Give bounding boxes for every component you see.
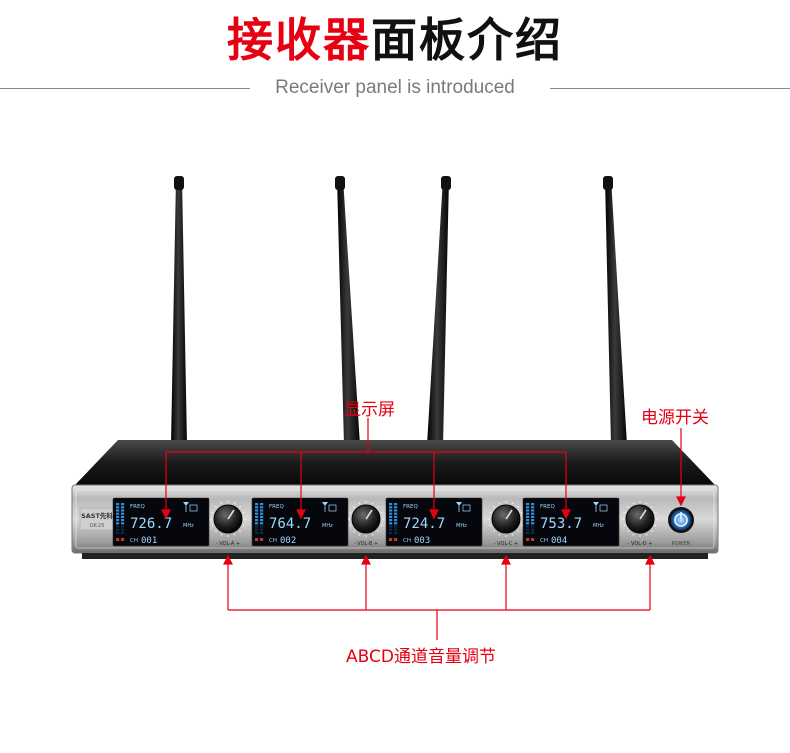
- power-label: POWER: [672, 541, 691, 547]
- subtitle-right-rule: [550, 88, 790, 89]
- volume-callout-lines: [223, 554, 655, 640]
- ch-label: CH: [403, 538, 411, 544]
- freq-label: FREQ: [540, 504, 555, 510]
- volume-label: - VOL-D +: [628, 541, 653, 547]
- subtitle: Receiver panel is introduced: [261, 77, 529, 98]
- power-button[interactable]: [668, 507, 694, 533]
- volume-knob-c[interactable]: [488, 501, 524, 537]
- ch-label: CH: [269, 538, 277, 544]
- svg-text:SAST先科: SAST先科: [81, 511, 113, 520]
- volume-knob-d[interactable]: [622, 501, 658, 537]
- volume-knob-b[interactable]: [348, 501, 384, 537]
- volume-label: - VOL-A +: [216, 541, 240, 547]
- receiver-top-cover: [75, 440, 715, 485]
- ch-value: 001: [141, 536, 157, 546]
- title-red-part: 接收器: [227, 13, 371, 67]
- freq-label: FREQ: [403, 504, 418, 510]
- freq-value: 726.7: [130, 516, 172, 532]
- antenna-signal-icon: [593, 502, 599, 512]
- ch-value: 003: [414, 536, 430, 546]
- ch-value: 004: [551, 536, 567, 546]
- power-callout-line: [676, 428, 686, 507]
- subtitle-row: Receiver panel is introduced: [0, 76, 790, 100]
- antenna-4: [603, 176, 627, 445]
- freq-unit: MHz: [183, 523, 194, 529]
- freq-value: 753.7: [540, 516, 582, 532]
- freq-value: 724.7: [403, 516, 445, 532]
- ch-label: CH: [540, 538, 548, 544]
- freq-label: FREQ: [130, 504, 145, 510]
- antenna-3: [427, 176, 451, 445]
- ch-label: CH: [130, 538, 138, 544]
- freq-unit: MHz: [593, 523, 604, 529]
- title-black-part: 面板介绍: [371, 13, 563, 67]
- volume-knob-a[interactable]: [210, 501, 246, 537]
- power-callout-label: 电源开关: [641, 408, 709, 428]
- display-callout-label: 显示屏: [344, 400, 395, 420]
- freq-label: FREQ: [269, 504, 284, 510]
- volume-callout-label: ABCD通道音量调节: [346, 647, 496, 667]
- freq-unit: MHz: [322, 523, 333, 529]
- display-callout-lines: [161, 418, 571, 520]
- svg-text:OK-25: OK-25: [90, 523, 105, 529]
- freq-unit: MHz: [456, 523, 467, 529]
- ch-value: 002: [280, 536, 296, 546]
- antenna-1: [171, 176, 187, 445]
- antenna-signal-icon: [183, 502, 189, 512]
- subtitle-left-rule: [0, 88, 250, 89]
- volume-label: - VOL-B +: [354, 541, 378, 547]
- antenna-signal-icon: [456, 502, 462, 512]
- freq-value: 764.7: [269, 516, 311, 532]
- antenna-2: [335, 176, 360, 445]
- volume-label: - VOL-C +: [494, 541, 518, 547]
- page-title: 接收器面板介绍: [0, 10, 790, 70]
- antenna-signal-icon: [322, 502, 328, 512]
- brand-logo: SAST先科 OK-25: [79, 507, 115, 531]
